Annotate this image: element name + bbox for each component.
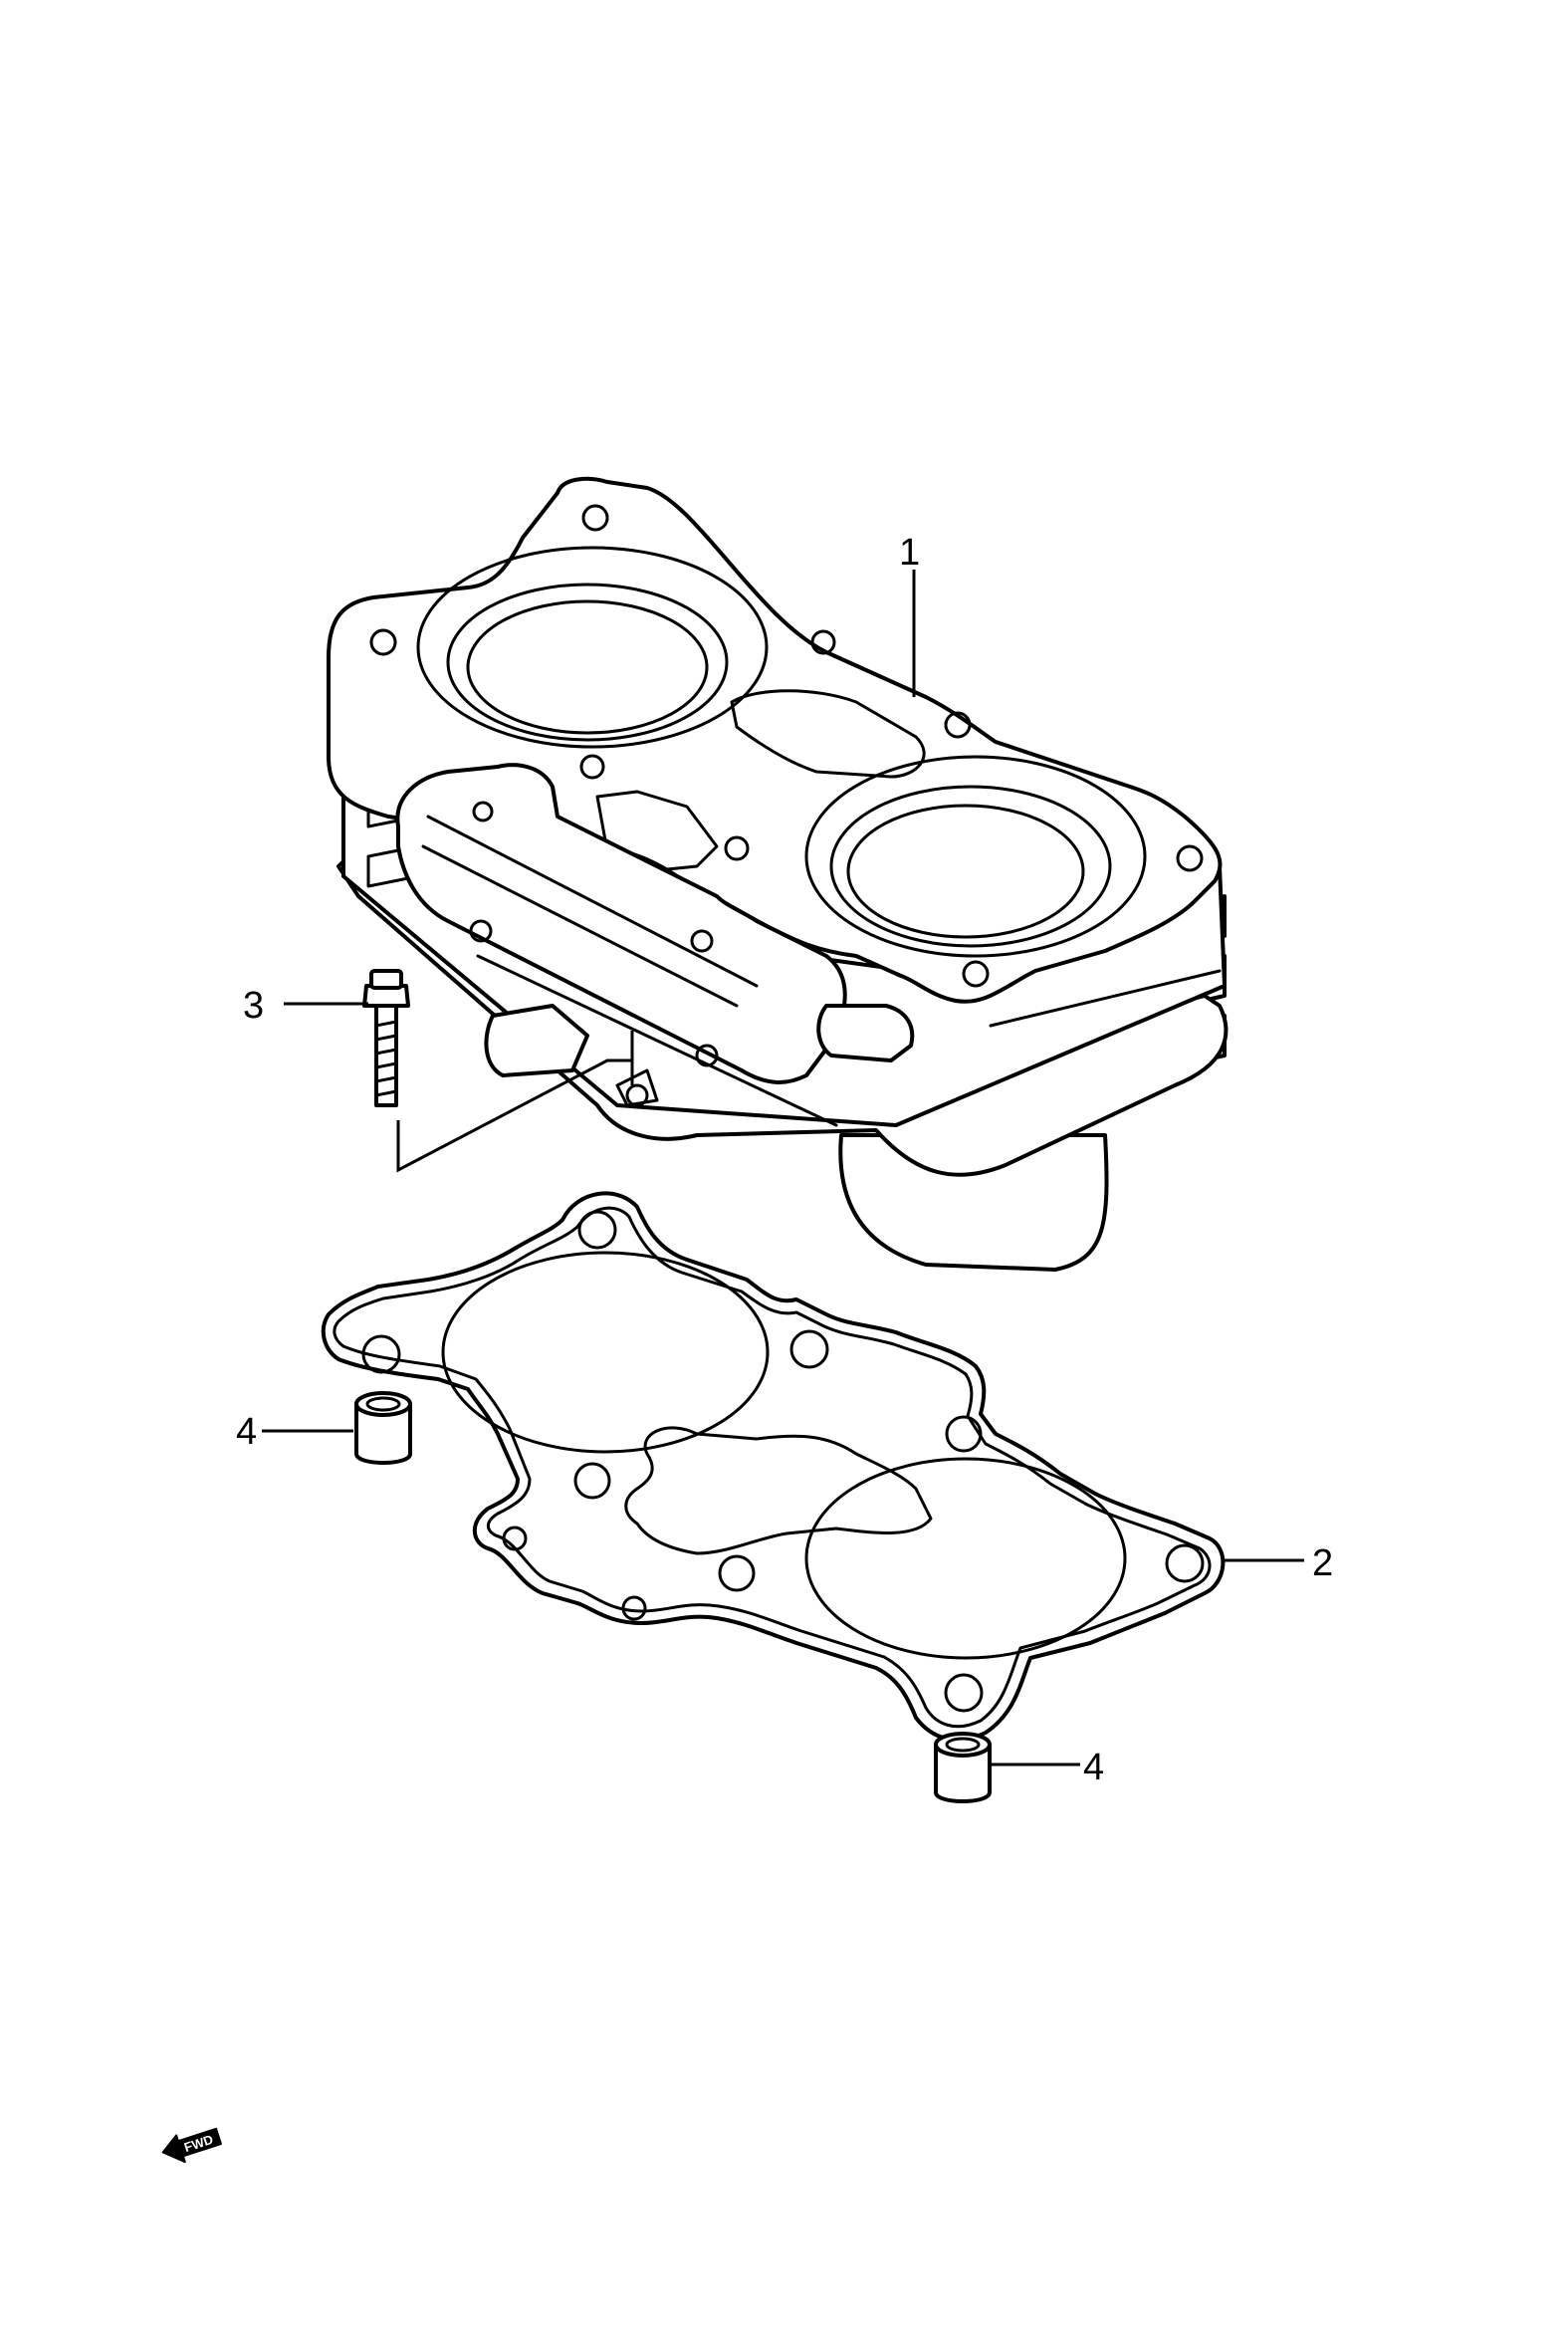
cylinder-gasket bbox=[321, 1191, 1226, 1743]
cylinder-block bbox=[327, 476, 1229, 1272]
fwd-arrow-icon: FWD bbox=[161, 2127, 222, 2164]
callout-gasket: 2 bbox=[1312, 1542, 1333, 1584]
dowel-pin-right bbox=[934, 1732, 992, 1803]
dowel-pin-left bbox=[354, 1391, 412, 1465]
callout-bolt: 3 bbox=[243, 985, 264, 1027]
callout-cylinder: 1 bbox=[899, 532, 920, 574]
flange-bolt bbox=[362, 969, 410, 1107]
leader-lines bbox=[262, 570, 1304, 1766]
callout-dowel-right: 4 bbox=[1083, 1747, 1104, 1788]
callout-dowel-left: 4 bbox=[236, 1411, 257, 1453]
